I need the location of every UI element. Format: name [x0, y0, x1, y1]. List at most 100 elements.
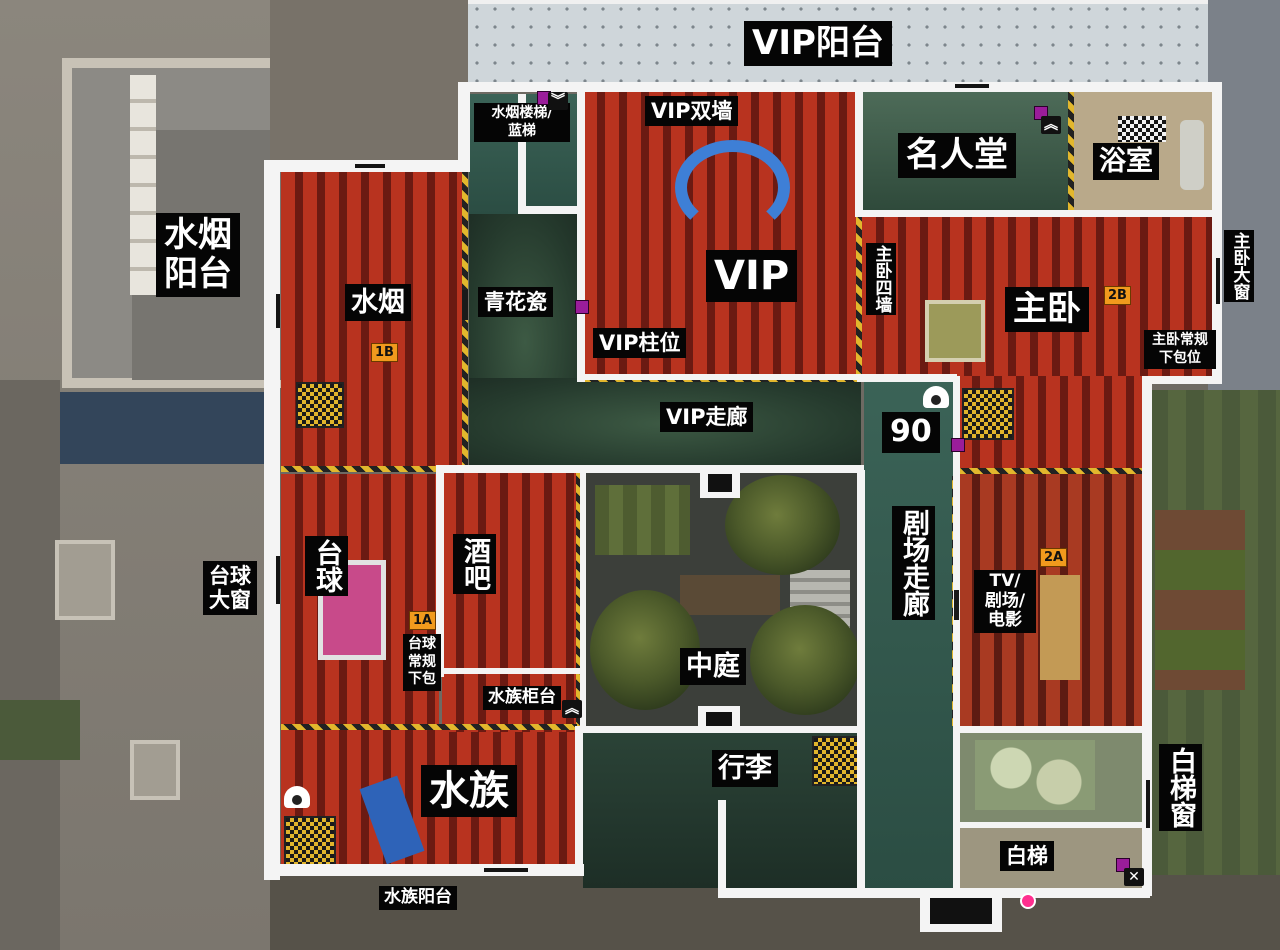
window-vip-balcony	[955, 84, 989, 88]
white-stairs-mosaic	[975, 740, 1095, 810]
label-aquarium-counter: 水族柜台	[483, 686, 561, 710]
window-master	[1216, 258, 1220, 304]
site-marker-1a: 1A	[409, 611, 437, 630]
vip-balcony-rail	[468, 0, 1208, 4]
courtyard-grass-1	[595, 485, 690, 555]
hatch-marker-ninety	[951, 438, 965, 452]
bathroom-tile	[1118, 116, 1166, 142]
wall-outer-bottom-right	[718, 888, 1150, 898]
wall-hallway-bottom	[436, 465, 864, 473]
label-master-plant: 主卧常规 下包位	[1144, 330, 1216, 369]
wall-courtyard-left	[580, 470, 586, 732]
label-qinghuaci: 青花瓷	[478, 287, 553, 318]
label-vip-hallway: VIP走廊	[660, 402, 754, 433]
window-hookah-top	[355, 164, 385, 168]
window-aquarium-balcony	[484, 868, 528, 872]
planter-left-1	[55, 540, 115, 620]
wall-hall-master	[855, 210, 1220, 217]
wall-outer-top-vip	[460, 82, 1220, 92]
wall-hookah-qinghuaci	[462, 172, 468, 470]
entry-point-icon	[1020, 893, 1036, 909]
ladder-up-icon[interactable]: ︽	[562, 700, 582, 718]
wall-luggage-left	[718, 800, 726, 890]
planter-left-3	[0, 700, 80, 760]
planter-left-2	[130, 740, 180, 800]
wall-theater-left	[953, 376, 960, 890]
wall-white-stairs-top	[953, 822, 1148, 828]
wall-stairs-box-v	[518, 94, 526, 214]
ladder-cross-icon[interactable]: ✕	[1124, 868, 1144, 886]
master-bed	[925, 300, 985, 362]
wall-bar-courtyard	[576, 472, 582, 730]
sidewalk-left	[0, 380, 60, 950]
label-bar: 酒吧	[453, 534, 497, 594]
courtyard-notch-top-inner	[708, 474, 732, 492]
garden-right-bed	[1155, 510, 1245, 690]
ladder-down-icon[interactable]: ︾	[548, 92, 568, 110]
site-marker-1b: 1B	[371, 343, 398, 362]
label-white-stairs-window: 白梯窗	[1159, 744, 1203, 831]
wall-courtyard-right	[857, 470, 865, 890]
building-lower-left	[60, 392, 266, 464]
label-bathroom: 浴室	[1093, 143, 1159, 181]
label-billiards-plant: 台球 常规 下包	[403, 634, 441, 691]
front-porch-inner	[930, 898, 992, 924]
label-courtyard: 中庭	[680, 648, 746, 686]
wall-hall-bathroom	[1068, 92, 1074, 210]
wall-outer-right	[1142, 376, 1152, 896]
hatch-marker-qinghuaci	[575, 300, 589, 314]
tv-sofa	[1040, 575, 1080, 680]
label-billiards: 台球	[305, 536, 349, 596]
courtyard-tree-3	[750, 605, 860, 715]
label-hookah-balcony: 水烟 阳台	[156, 213, 240, 298]
wall-hookah-billiards	[281, 466, 441, 472]
courtyard-notch-bottom-inner	[706, 712, 732, 726]
label-tv-theater: TV/ 剧场/ 电影	[974, 570, 1036, 633]
label-aquarium: 水族	[421, 765, 517, 817]
bathtub	[1180, 120, 1204, 190]
courtyard-tree-1	[725, 475, 840, 575]
wall-stair-left	[458, 82, 470, 172]
ladder-up-icon[interactable]: ︽	[1041, 116, 1061, 134]
wall-outer-bottom-left	[264, 864, 584, 876]
label-hall-of-fame: 名人堂	[898, 133, 1016, 179]
wall-master-theater	[958, 468, 1142, 474]
hatch-aquarium	[284, 816, 336, 866]
wall-bar-left	[436, 465, 444, 677]
hatch-luggage	[812, 736, 862, 786]
wall-outer-right-top	[1212, 82, 1222, 382]
wall-billiards-aquarium	[281, 724, 577, 730]
wall-outer-left	[264, 160, 280, 880]
window-billiards	[276, 556, 280, 604]
wall-bar-bottom	[436, 668, 582, 674]
room-theater-hallway	[864, 378, 956, 890]
courtyard-path	[680, 575, 780, 615]
camera-icon[interactable]	[284, 786, 310, 808]
wall-master-bottom-left	[857, 374, 957, 382]
wall-vip-master-v	[855, 92, 863, 214]
camera-icon[interactable]	[923, 386, 949, 408]
door-theater[interactable]	[954, 590, 959, 620]
wall-vip-bottom	[580, 374, 862, 380]
site-marker-2b: 2B	[1104, 286, 1131, 305]
label-white-stairs: 白梯	[1000, 841, 1054, 872]
label-aquarium-balcony: 水族阳台	[379, 886, 457, 910]
label-ninety: 90	[882, 412, 940, 453]
ground-top-center	[270, 0, 470, 160]
site-marker-2a: 2A	[1040, 548, 1068, 567]
label-vip-double-wall: VIP双墙	[645, 96, 739, 127]
hookah-balcony-steps	[130, 75, 156, 295]
label-hookah: 水烟	[345, 284, 411, 322]
wall-stairs-box	[518, 206, 582, 214]
wall-master-right	[1142, 376, 1222, 384]
label-theater-hallway: 剧场走廊	[892, 506, 936, 620]
wall-qinghuaci-vip	[577, 92, 585, 382]
window-hookah	[276, 294, 280, 328]
wall-aquarium-right	[575, 726, 583, 872]
door-qinghuaci[interactable]	[462, 290, 468, 320]
label-billiards-window: 台球 大窗	[203, 561, 257, 616]
label-vip: VIP	[706, 250, 798, 302]
label-master-bedroom: 主卧	[1005, 287, 1089, 333]
label-master-window: 主卧大窗	[1224, 230, 1254, 302]
